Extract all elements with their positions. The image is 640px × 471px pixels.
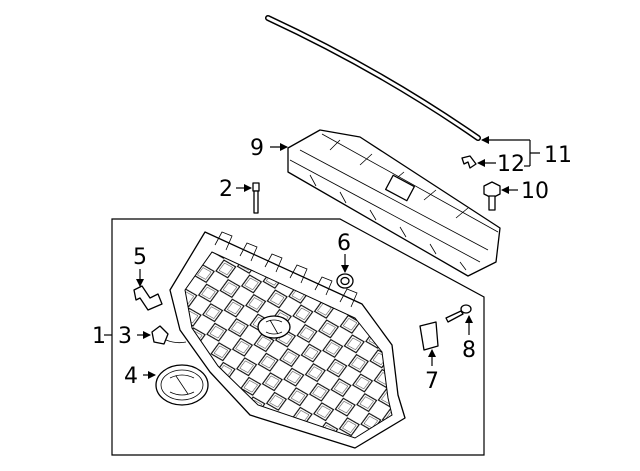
clip-part xyxy=(461,155,477,169)
callout-1: 1 xyxy=(92,324,106,349)
grille-assembly-outline xyxy=(111,218,485,456)
push-pin-part xyxy=(252,182,260,214)
screw-part xyxy=(445,304,472,323)
callout-10: 10 xyxy=(521,179,549,204)
callout-6: 6 xyxy=(337,231,351,256)
callout-5: 5 xyxy=(133,245,147,270)
callout-7: 7 xyxy=(425,369,439,394)
callout-3: 3 xyxy=(118,324,132,349)
grommet-part xyxy=(336,273,354,289)
callout-11: 11 xyxy=(544,143,572,168)
bolt-part xyxy=(483,181,501,211)
leader-lines xyxy=(104,136,540,379)
clip-bracket-part xyxy=(133,285,163,311)
callout-12: 12 xyxy=(497,152,525,177)
upper-cover-panel-part xyxy=(287,129,501,277)
callout-8: 8 xyxy=(462,338,476,363)
callout-2: 2 xyxy=(219,177,233,202)
grille-body-part xyxy=(169,231,406,449)
weatherstrip-part xyxy=(265,15,481,141)
emblem-part xyxy=(155,364,209,406)
mounting-bracket-part xyxy=(419,321,439,351)
callout-9: 9 xyxy=(250,136,264,161)
sensor-part xyxy=(151,325,187,345)
callout-4: 4 xyxy=(124,364,138,389)
